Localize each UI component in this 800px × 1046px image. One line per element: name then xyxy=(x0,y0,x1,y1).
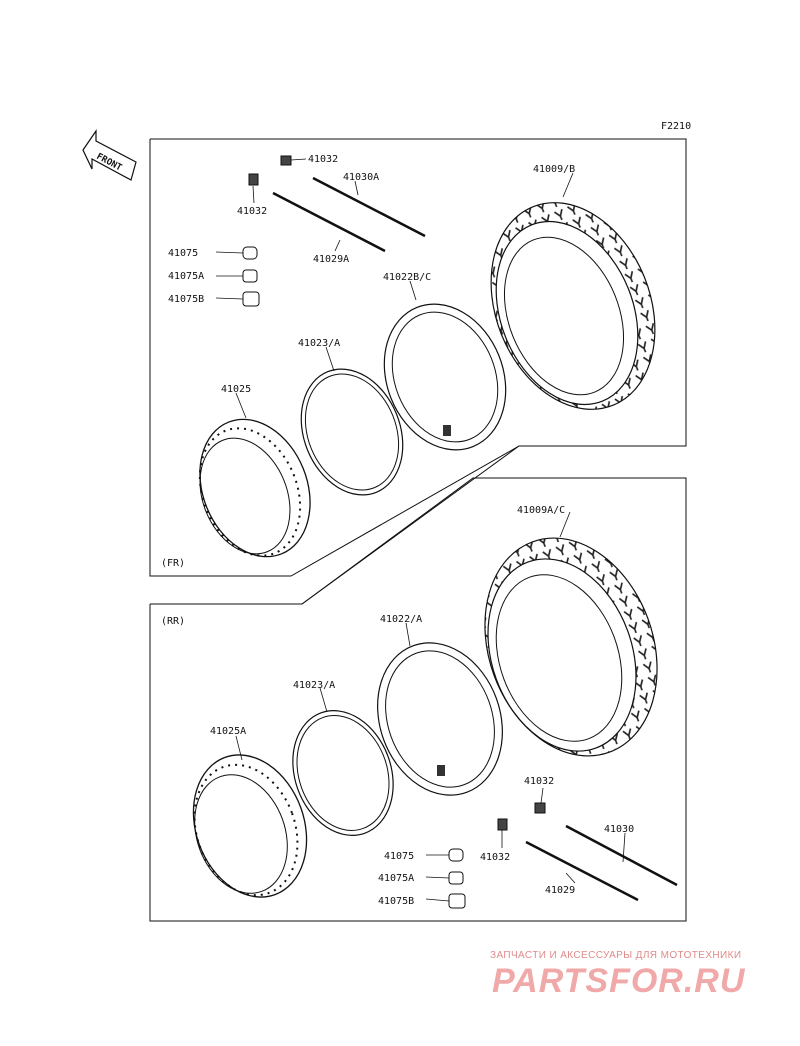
rear-part-label: 41009A/C xyxy=(517,505,565,516)
front-valve-stem-lower-icon xyxy=(248,173,259,186)
rear-inner-tube xyxy=(377,642,503,796)
front-direction-icon: FRONT xyxy=(82,129,137,181)
rear-spoke-41029 xyxy=(525,840,639,902)
rear-part-label: 41022/A xyxy=(380,614,422,625)
rear-part-label: 41032 xyxy=(524,776,554,787)
front-part-label: 41075A xyxy=(168,271,204,282)
front-spoke-41030a xyxy=(312,176,426,238)
rear-part-label: 41032 xyxy=(480,852,510,863)
front-rim-band xyxy=(300,368,404,496)
rear-tire xyxy=(484,537,658,757)
front-part-label: 41075B xyxy=(168,294,204,305)
rear-valve-cap-41075-icon xyxy=(448,848,464,862)
front-part-label: 41032 xyxy=(308,154,338,165)
rear-rim xyxy=(192,754,308,898)
front-rim xyxy=(198,418,311,558)
rear-rim-band xyxy=(292,710,394,836)
front-part-label: 41030A xyxy=(343,172,379,183)
rear-part-label: 41075B xyxy=(378,896,414,907)
rear-valve-cap-41075b-icon xyxy=(448,893,466,909)
front-leader-lines xyxy=(215,158,574,419)
rear-part-label: 41030 xyxy=(604,824,634,835)
front-part-label: 41022B/C xyxy=(383,272,431,283)
front-part-label: 41025 xyxy=(221,384,251,395)
front-valve-cap-41075-icon xyxy=(242,246,258,260)
figure-code: F2210 xyxy=(661,121,691,132)
rear-part-label: 41029 xyxy=(545,885,575,896)
section-connector xyxy=(301,445,520,605)
front-spoke-41029a xyxy=(272,191,386,253)
rear-part-label: 41075 xyxy=(384,851,414,862)
front-valve-cap-41075a-icon xyxy=(242,269,258,283)
rear-valve-cap-41075a-icon xyxy=(448,871,464,885)
rear-valve-stem-upper-icon xyxy=(534,802,546,814)
front-part-label: 41029A xyxy=(313,254,349,265)
watermark-tagline: ЗАПЧАСТИ И АКСЕССУАРЫ ДЛЯ МОТОТЕХНИКИ xyxy=(490,950,742,961)
rear-section-label: (RR) xyxy=(161,616,185,627)
rear-leader-lines xyxy=(235,511,626,902)
front-section-label: (FR) xyxy=(161,558,185,569)
rear-part-label: 41023/A xyxy=(293,680,335,691)
rear-spoke-41030 xyxy=(565,824,678,887)
front-tire xyxy=(490,202,656,410)
rear-part-label: 41025A xyxy=(210,726,246,737)
front-valve-stem-upper-icon xyxy=(280,155,292,166)
front-part-label: 41009/B xyxy=(533,164,575,175)
front-part-label: 41075 xyxy=(168,248,198,259)
watermark-logo: PARTSFOR.RU xyxy=(492,962,746,1000)
front-inner-tube xyxy=(383,303,507,451)
front-part-label: 41023/A xyxy=(298,338,340,349)
rear-valve-stem-lower-icon xyxy=(497,818,508,831)
front-valve-cap-41075b-icon xyxy=(242,291,260,307)
rear-part-label: 41075A xyxy=(378,873,414,884)
front-part-label: 41032 xyxy=(237,206,267,217)
